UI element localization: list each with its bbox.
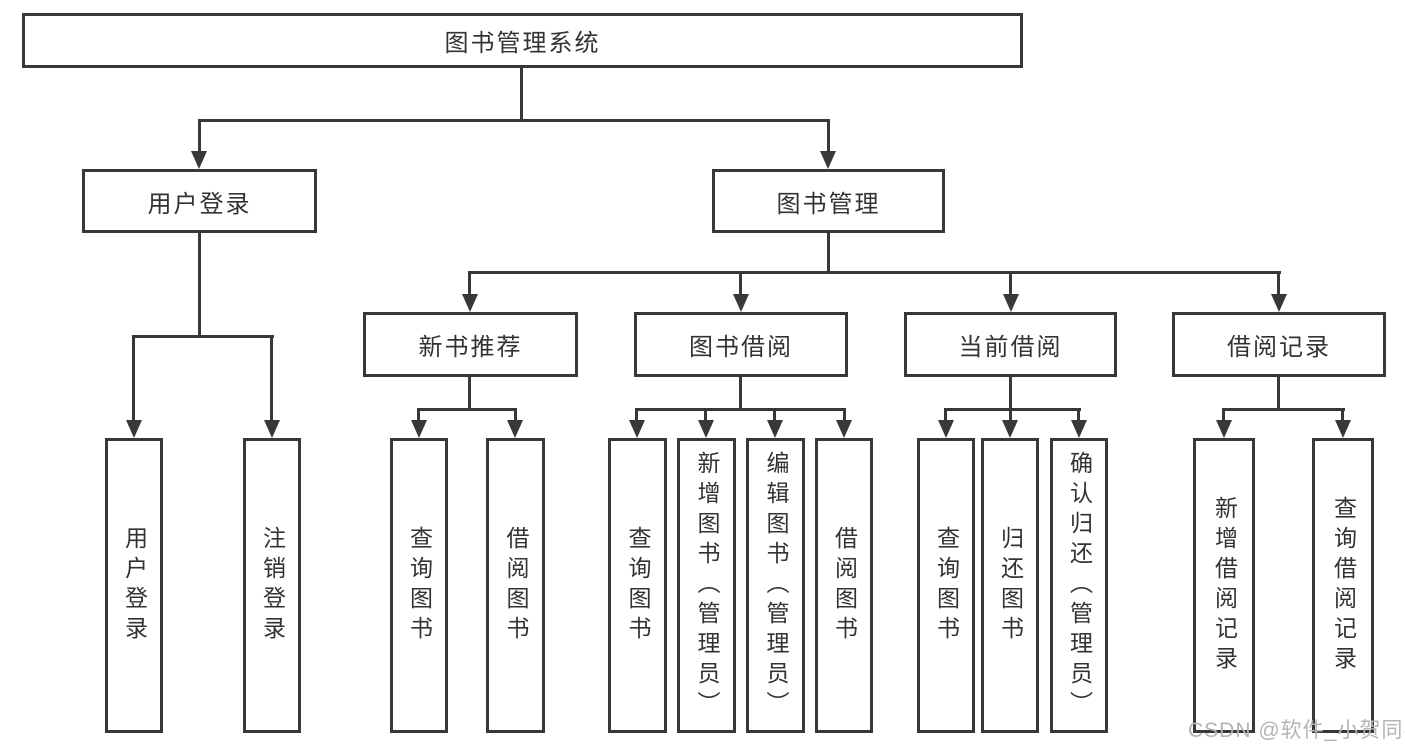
leaf-user-login: 用户登录 <box>105 438 163 733</box>
connector-root-stem <box>520 66 523 122</box>
connector-stem <box>1277 377 1280 411</box>
arrow-down-icon <box>462 294 478 312</box>
connector-stem <box>1277 271 1280 298</box>
leaf-add-borrowing-record: 新增借阅记录 <box>1193 438 1255 733</box>
leaf-edit-books-admin: 编辑图书（管理员） <box>746 438 805 733</box>
connector-stem <box>1341 408 1344 422</box>
leaf-borrow-books: 借阅图书 <box>815 438 873 733</box>
connector-fork <box>1222 408 1345 411</box>
node-label: 图书管理系统 <box>444 30 601 57</box>
arrow-down-icon <box>126 420 142 438</box>
connector-stem <box>635 408 638 422</box>
connector-stem <box>739 377 742 411</box>
node-label: 用户登录 <box>147 190 252 218</box>
node-label: 查询图书 <box>406 525 433 646</box>
connector-stem <box>132 335 135 422</box>
arrow-down-icon <box>507 420 523 438</box>
connector-stem <box>1077 408 1080 422</box>
node-label: 查询借阅记录 <box>1330 495 1357 676</box>
connector-stem <box>198 233 201 338</box>
node-label: 当前借阅 <box>958 334 1063 361</box>
connector-stem <box>827 233 830 274</box>
leaf-query-books-current: 查询图书 <box>917 438 975 733</box>
leaf-query-books-recommend: 查询图书 <box>390 438 448 733</box>
node-label: 借阅图书 <box>503 525 529 646</box>
connector-stem <box>739 271 742 298</box>
arrow-down-icon <box>1271 294 1287 312</box>
node-label: 查询图书 <box>933 525 960 646</box>
node-book-management: 图书管理 <box>712 169 945 233</box>
connector-stem <box>468 377 471 411</box>
connector-stem <box>1009 377 1012 411</box>
node-library-management-system: 图书管理系统 <box>22 13 1023 68</box>
connector-fork <box>417 408 517 411</box>
connector-stem <box>843 408 846 422</box>
connector-root-fork <box>198 119 830 122</box>
connector-fork <box>635 408 846 411</box>
arrow-down-icon <box>820 151 836 169</box>
connector-stem <box>1009 271 1012 298</box>
node-new-book-recommendation: 新书推荐 <box>363 312 578 377</box>
leaf-borrow-books-recommend: 借阅图书 <box>486 438 545 733</box>
connector-stem <box>417 408 420 422</box>
arrow-down-icon <box>836 420 852 438</box>
node-label: 归还图书 <box>997 525 1024 646</box>
node-label: 注销登录 <box>259 525 286 646</box>
connector-stem <box>773 408 776 422</box>
node-label: 确认归还（管理员） <box>1066 450 1093 721</box>
arrow-down-icon <box>264 420 280 438</box>
connector-fork <box>468 271 1281 274</box>
node-label: 新增借阅记录 <box>1211 495 1238 676</box>
arrow-down-icon <box>1003 294 1019 312</box>
connector-stem <box>1009 408 1012 422</box>
node-label: 编辑图书（管理员） <box>763 450 789 721</box>
leaf-add-books-admin: 新增图书（管理员） <box>677 438 736 733</box>
leaf-query-borrowing-record: 查询借阅记录 <box>1312 438 1374 733</box>
connector-stem <box>1222 408 1225 422</box>
connector-stem <box>827 119 830 155</box>
node-label: 用户登录 <box>121 525 148 646</box>
node-label: 新书推荐 <box>418 334 523 361</box>
node-label: 图书借阅 <box>689 334 793 361</box>
node-label: 图书管理 <box>776 190 881 218</box>
leaf-return-books: 归还图书 <box>981 438 1039 733</box>
arrow-down-icon <box>767 420 783 438</box>
connector-stem <box>198 119 201 155</box>
arrow-down-icon <box>629 420 645 438</box>
arrow-down-icon <box>1216 420 1232 438</box>
node-label: 借阅记录 <box>1227 334 1331 361</box>
node-current-borrowing: 当前借阅 <box>904 312 1117 377</box>
arrow-down-icon <box>1002 420 1018 438</box>
connector-fork <box>132 335 274 338</box>
arrow-down-icon <box>1071 420 1087 438</box>
arrow-down-icon <box>938 420 954 438</box>
node-user-login: 用户登录 <box>82 169 317 233</box>
leaf-logout-login: 注销登录 <box>243 438 301 733</box>
leaf-query-books-borrowing: 查询图书 <box>608 438 667 733</box>
arrow-down-icon <box>411 420 427 438</box>
node-borrowing-records: 借阅记录 <box>1172 312 1386 377</box>
node-label: 借阅图书 <box>831 525 858 646</box>
connector-stem <box>270 335 273 422</box>
connector-stem <box>704 408 707 422</box>
watermark: CSDN @软件_小贺同学 <box>1188 719 1405 742</box>
arrow-down-icon <box>191 151 207 169</box>
connector-stem <box>514 408 517 422</box>
connector-stem <box>468 271 471 298</box>
arrow-down-icon <box>1335 420 1351 438</box>
connector-stem <box>944 408 947 422</box>
node-book-borrowing: 图书借阅 <box>634 312 848 377</box>
arrow-down-icon <box>733 294 749 312</box>
connector-fork <box>944 408 1081 411</box>
node-label: 新增图书（管理员） <box>694 450 720 721</box>
arrow-down-icon <box>698 420 714 438</box>
node-label: 查询图书 <box>625 525 651 646</box>
leaf-confirm-return-admin: 确认归还（管理员） <box>1050 438 1108 733</box>
